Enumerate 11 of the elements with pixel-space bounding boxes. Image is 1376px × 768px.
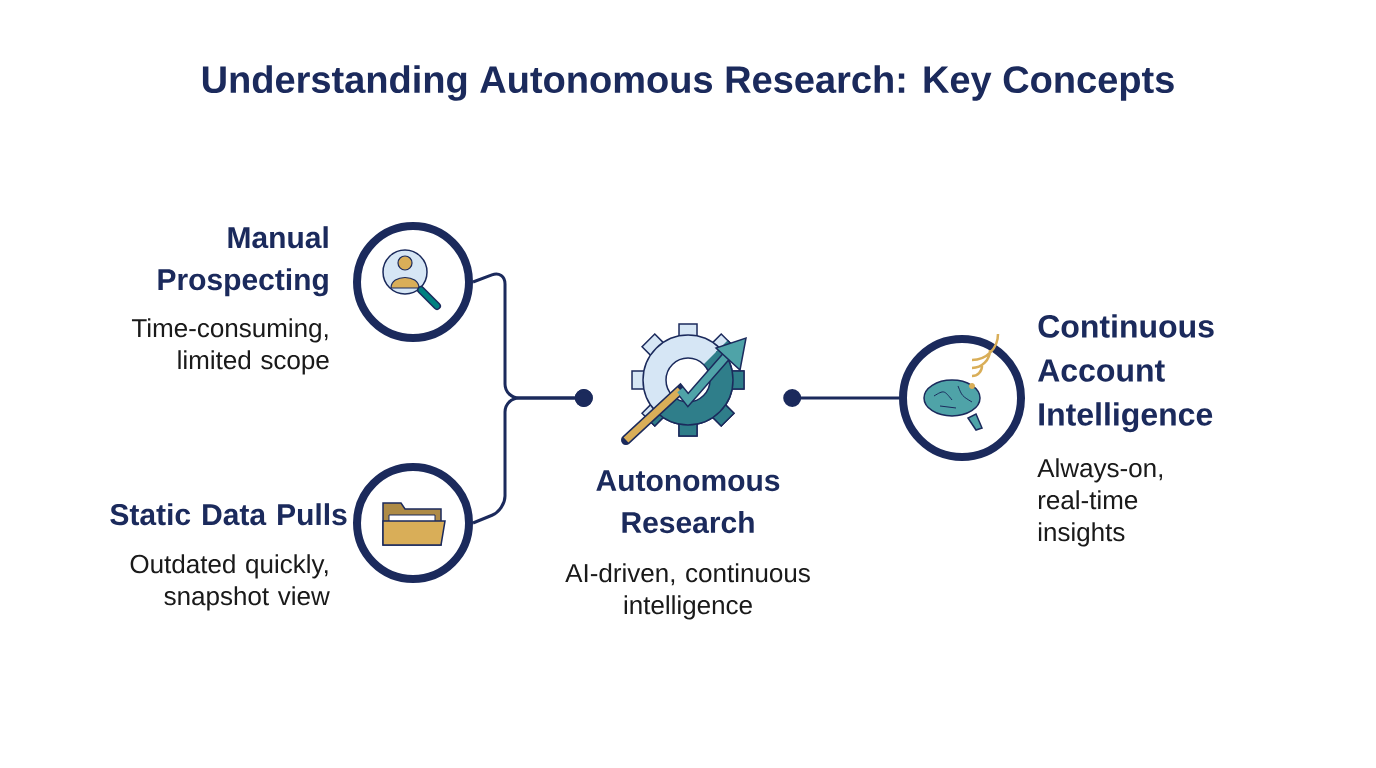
description: Time-consuming, limited scope (131, 318, 329, 375)
connector (472, 389, 593, 525)
connector (783, 389, 899, 407)
description: AI-driven, continuous intelligence (565, 563, 810, 620)
heading: Manual Prospecting (158, 226, 328, 297)
title: Understanding Autonomous Research: Key Concepts (202, 65, 1174, 101)
heading: Autonomous Research (596, 470, 780, 534)
description: Always-on, real-time insights (1037, 458, 1162, 547)
heading: Static Data Pulls (110, 503, 347, 526)
heading: Continuous Account Intelligence (1038, 314, 1214, 433)
description: Outdated quickly, snapshot view (130, 554, 330, 611)
